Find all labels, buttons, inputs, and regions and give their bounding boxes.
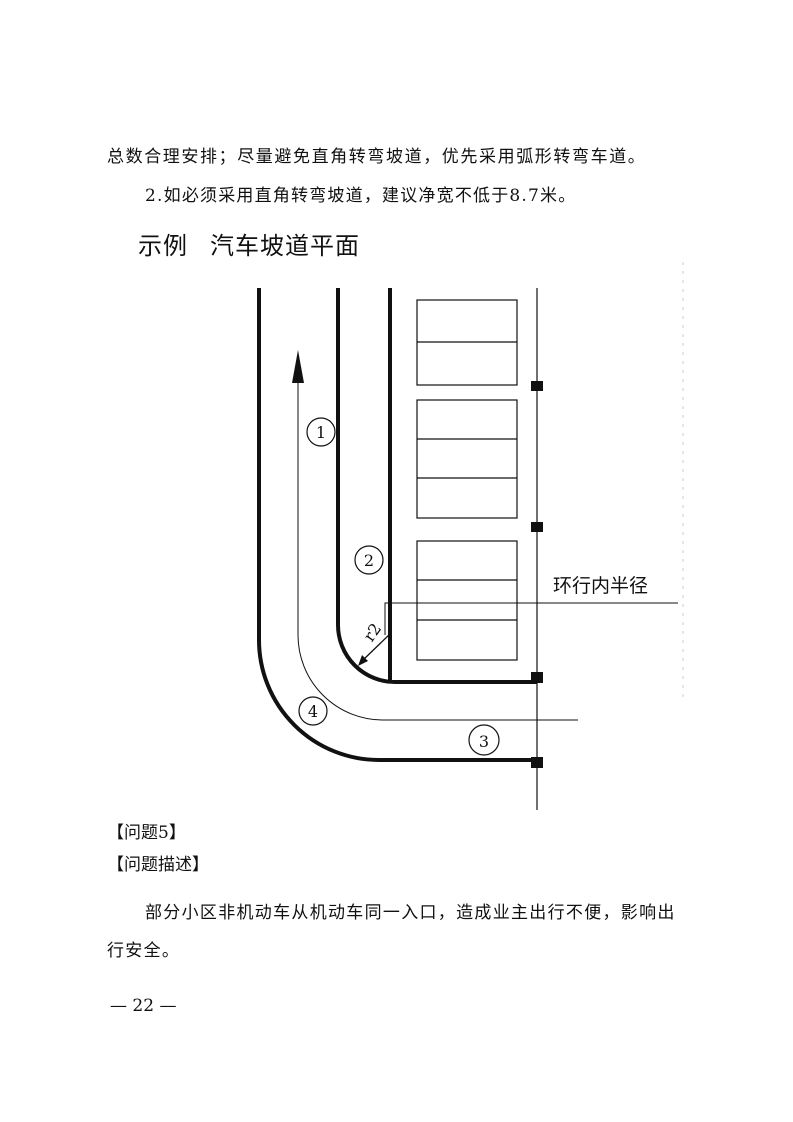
label-3: 3 xyxy=(479,732,489,751)
label-circle-3 xyxy=(468,724,500,756)
direction-arrow-head xyxy=(292,350,304,383)
lane-centerline xyxy=(297,365,578,721)
figure-title: 示例汽车坡道平面 xyxy=(138,226,382,261)
inner-radius-annotation: 环行内半径 xyxy=(553,575,648,597)
radius-label: r2 xyxy=(360,620,386,646)
label-1: 1 xyxy=(316,423,326,442)
outer-ramp-wall xyxy=(257,288,537,762)
label-circle-2 xyxy=(354,545,384,575)
label-4: 4 xyxy=(308,702,318,721)
section-paragraph: 部分小区非机动车从机动车同一入口，造成业主出行不便，影响出行安全。 xyxy=(107,903,676,961)
page-number: — 22 — xyxy=(110,996,177,1016)
label-2: 2 xyxy=(364,551,374,570)
figure-title-prefix: 示例 xyxy=(138,232,188,260)
section-heading: 【问题5】 xyxy=(107,823,186,843)
column-markers xyxy=(531,381,543,768)
body-text-line: 总数合理安排；尽量避免直角转弯坡道，优先采用弧形转弯车道。 xyxy=(107,147,647,167)
section-subheading: 【问题描述】 xyxy=(107,855,209,875)
parking-spaces xyxy=(416,299,518,661)
radius-arrow-head xyxy=(358,655,368,666)
leader-line xyxy=(384,602,678,635)
label-circle-4 xyxy=(298,696,328,726)
body-text-line: 2.如必须采用直角转弯坡道，建议净宽不低于8.7米。 xyxy=(145,186,577,206)
figure-title-text: 汽车坡道平面 xyxy=(210,232,360,260)
label-circle-1 xyxy=(306,417,336,447)
radius-arrow-line xyxy=(361,632,392,662)
